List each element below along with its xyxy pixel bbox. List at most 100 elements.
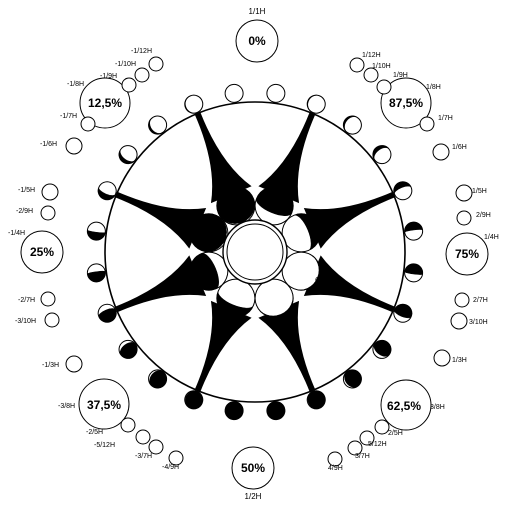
big-circle-left [20,230,64,274]
moon-phase [86,221,106,241]
moon-phase [184,390,204,410]
moon-phase [404,221,424,241]
moon-phase [216,278,256,318]
small-circle [347,440,363,456]
big-circle-bottom [231,446,275,490]
label-neg-2-7H: -2/7H [18,297,35,304]
moon-phase [216,186,256,226]
petal-number-4: 4 [227,312,232,321]
label-4-9H: 4/9H [328,465,343,472]
moon-shadow [404,221,423,233]
moon-phase [393,181,413,201]
moon-phase [189,251,229,291]
big-hour-bottom-right: 3/8H [430,404,445,411]
big-pct-bottom: 50% [241,461,265,475]
moon-shadow [404,263,423,275]
big-hour-right: 1/4H [484,234,499,241]
small-circle [134,67,150,83]
petal-number-6: 6 [315,276,320,285]
big-pct-top-right: 87,5% [389,96,423,110]
moon-phase [254,186,294,226]
moon-shadow [185,390,203,409]
big-pct-top: 0% [248,34,266,48]
small-circle [148,56,164,72]
moon-phase [372,145,392,165]
big-hour-bottom: 1/2H [245,492,262,501]
small-circle [135,429,151,445]
big-hour-top: 1/1H [249,7,266,16]
moon-shadow [216,290,254,318]
moon-phase [404,263,424,283]
small-circle [80,116,96,132]
moon-phase [281,251,321,291]
moon-shadow [373,340,392,357]
big-circle-top [235,19,279,63]
label-1-5H: 1/5H [472,188,487,195]
small-circle [148,439,164,455]
moon-disk [224,83,244,103]
big-circle-bottom-right [380,379,432,431]
label-neg-3-7H: -3/7H [135,453,152,460]
moon-phase [184,94,204,114]
label-neg-2-9H: -2/9H [16,208,33,215]
big-pct-bottom-left: 37,5% [87,398,121,412]
moon-phase [372,339,392,359]
big-pct-left: 25% [30,245,54,259]
small-circle [433,349,451,367]
spike [303,191,395,249]
label-neg-1-12H: -1/12H [131,48,152,55]
label-neg-1-7H: -1/7H [60,113,77,120]
big-hour-bottom-left: -3/8H [58,403,75,410]
small-circle [168,450,184,466]
moon-phase [148,369,168,389]
small-circle [327,451,343,467]
small-circle [455,184,473,202]
label-3-7H: 3/7H [355,453,370,460]
moon-shadow [216,186,255,224]
small-circle [120,417,136,433]
moon-shadow [307,95,320,113]
moon-shadow [307,390,326,409]
small-circle [432,143,450,161]
big-circle-top-left [79,77,131,129]
spike [115,255,207,313]
moon-phase [189,213,229,253]
small-circle [419,116,435,132]
spike [115,191,207,249]
moon-phase [118,339,138,359]
moon-phase [393,303,413,323]
moon-shadow [119,342,138,359]
label-1-3H: 1/3H [452,357,467,364]
label-neg-4-9H: -4/9H [162,464,179,471]
spike [258,300,316,392]
label-neg-1-6H: -1/6H [40,141,57,148]
petal-number-8: 8 [278,185,283,194]
spike [194,300,252,392]
big-pct-bottom-right: 62,5% [387,399,421,413]
small-circle [121,77,137,93]
moon-shadow [256,186,294,216]
moon-shadow [293,253,321,291]
big-pct-right: 75% [455,247,479,261]
small-circle [454,292,470,308]
center-circle-inner [226,223,284,281]
small-circle [376,79,392,95]
label-neg-3-10H: -3/10H [15,318,36,325]
moon-phase [342,115,362,135]
small-circle-group [40,56,473,467]
small-circle [456,210,472,226]
label-5-12H: 5/12H [368,441,387,448]
moon-phase [266,401,286,421]
small-circle [40,205,56,221]
petal-number-5: 5 [277,314,282,323]
spike [258,112,316,204]
moon-phase [224,83,244,103]
small-circle [359,430,375,446]
petal-number-2: 2 [190,223,195,232]
moon-shadow [98,308,117,323]
spike [194,112,252,204]
big-circle-top-right [380,77,432,129]
spikes-group [115,112,395,392]
moon-phase [224,401,244,421]
